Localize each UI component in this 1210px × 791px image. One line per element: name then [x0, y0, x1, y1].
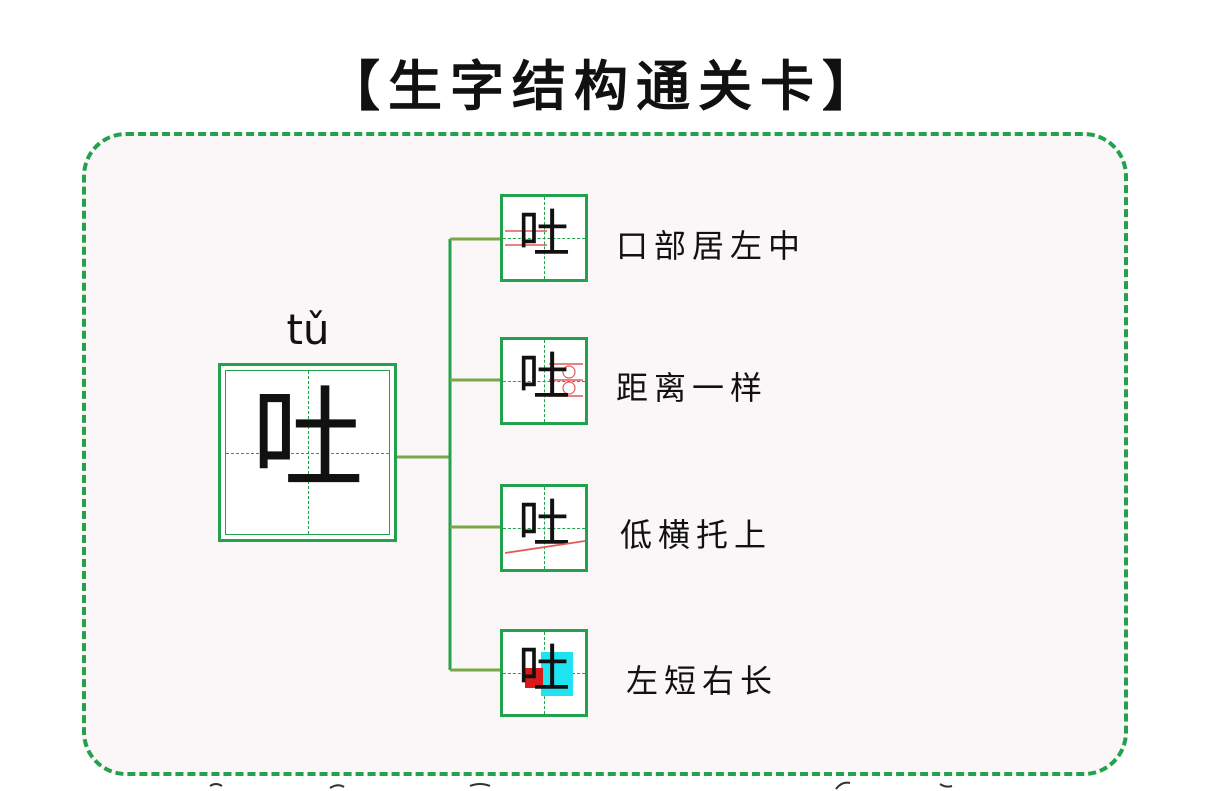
- rule-grid-4: 吐: [500, 629, 588, 717]
- rule-character: 吐: [517, 495, 570, 555]
- main-grid-inner-border: [225, 370, 390, 535]
- main-character-grid: 吐: [218, 363, 397, 542]
- rule-label-3: 低横托上: [620, 516, 773, 554]
- rule-grid-1: 吐: [500, 194, 588, 282]
- rule-grid-2: 吐: [500, 337, 588, 425]
- rule-character: 吐: [517, 205, 570, 265]
- rule-label-2: 距离一样: [616, 369, 769, 407]
- main-character: 吐: [251, 375, 364, 505]
- red-slant-line: [504, 540, 585, 554]
- rule-label-1: 口部居左中: [616, 227, 807, 265]
- red-guide-lines: [505, 230, 547, 246]
- grid-horizontal-guide: [503, 238, 585, 239]
- grid-horizontal-guide: [226, 452, 389, 454]
- pinyin-label: tǔ: [286, 305, 330, 354]
- card-title: 【生字结构通关卡】: [326, 54, 884, 118]
- rule-grid-3: 吐: [500, 484, 588, 572]
- grid-horizontal-guide: [503, 381, 585, 382]
- red-spacing-marks: [549, 363, 583, 397]
- grid-horizontal-guide: [503, 528, 585, 529]
- rule-character: 吐: [517, 348, 570, 408]
- cut-off-text-strokes: [209, 781, 953, 790]
- left-part-highlight: [525, 668, 543, 688]
- rule-label-4: 左短右长: [626, 662, 779, 700]
- rule-character: 吐: [517, 640, 570, 700]
- right-part-highlight: [541, 652, 573, 696]
